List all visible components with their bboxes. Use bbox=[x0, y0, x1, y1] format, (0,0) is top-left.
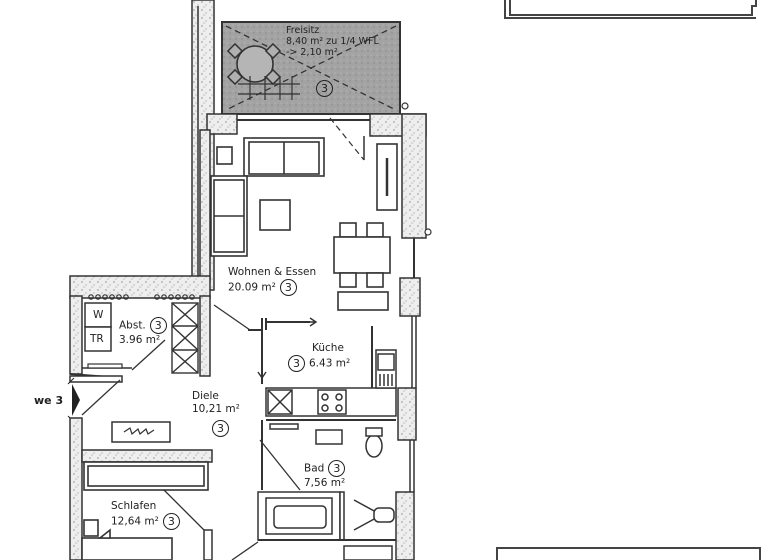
shelving bbox=[171, 302, 199, 374]
neighbor-outline-bottom bbox=[496, 547, 761, 560]
wall-abst-left bbox=[69, 295, 83, 375]
terrace bbox=[221, 21, 409, 115]
wall-right-b bbox=[397, 387, 417, 441]
neighbor-outline-top bbox=[504, 0, 757, 19]
washer-label: W bbox=[93, 309, 104, 321]
room-label-diele: Diele 10,21 m² 3 bbox=[192, 390, 240, 437]
entrance-label: we 3 bbox=[34, 394, 64, 407]
wall-hall-bedroom bbox=[81, 449, 213, 463]
wall-living-top-left bbox=[206, 113, 238, 135]
wall-living-right bbox=[401, 113, 427, 239]
kitchen-counter bbox=[265, 349, 397, 417]
washer-dryer bbox=[84, 302, 112, 352]
dryer-label: TR bbox=[90, 333, 104, 345]
wall-abst-right bbox=[199, 295, 211, 377]
bathroom-fixtures bbox=[257, 419, 396, 560]
hall-door-arrow bbox=[257, 360, 267, 380]
room-label-freisitz: Freisitz 8,40 m² zu 1/4 WFL -> 2,10 m² bbox=[286, 25, 379, 58]
entry-arrow bbox=[72, 384, 80, 416]
wall-living-left bbox=[199, 129, 211, 281]
living-furniture bbox=[210, 137, 398, 311]
hall-wardrobe bbox=[111, 421, 171, 443]
wall-left-lower bbox=[69, 417, 83, 560]
bedroom-wardrobe bbox=[81, 461, 209, 560]
wall-right-c bbox=[395, 491, 415, 560]
wall-abst-top bbox=[69, 275, 211, 299]
room-label-abstellraum: Abst.3 3.96 m² bbox=[119, 317, 167, 347]
unit-marker-freisitz: 3 bbox=[312, 80, 333, 97]
wall-right-a bbox=[399, 277, 421, 317]
kitchen-door-arrow bbox=[300, 317, 318, 327]
